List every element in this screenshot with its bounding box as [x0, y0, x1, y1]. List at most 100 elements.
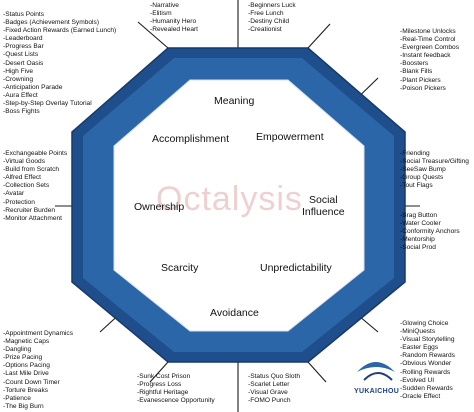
- list-item: -Anticipation Parade: [3, 83, 63, 91]
- octalysis-watermark: Octalysis: [156, 180, 303, 218]
- list-item: -Random Rewards: [400, 352, 455, 360]
- drive-social-influence: Social Influence: [302, 194, 345, 218]
- list-item: -Social Prod: [400, 244, 436, 252]
- list-item: -Monitor Attachment: [3, 214, 63, 222]
- list-item: -Rightful Heritage: [137, 389, 189, 397]
- list-item: -Recruiter Burden: [3, 206, 56, 214]
- list-item: -Destiny Child: [248, 18, 290, 26]
- drive-unpredictability: Unpredictability: [260, 262, 332, 274]
- list-item: -Scarlet Letter: [248, 381, 290, 389]
- list-item: -Group Quests: [400, 174, 444, 182]
- drive-empowerment: Empowerment: [256, 131, 324, 143]
- drive-avoidance: Avoidance: [210, 307, 259, 319]
- spoke-top-left: [137, 21, 169, 49]
- list-item: -Build from Scratch: [3, 166, 60, 174]
- list-item: -Appointment Dynamics: [3, 330, 73, 337]
- list-item: -Count Down Timer: [3, 378, 60, 386]
- list-item: -FOMO Punch: [248, 397, 291, 405]
- list-item: -Revealed Heart: [150, 26, 199, 34]
- list-item: -Boss Fights: [3, 108, 40, 116]
- list-item: -Prize Pacing: [3, 354, 43, 362]
- list-item: -Milestone Unlocks: [400, 28, 456, 35]
- list-item: -Progress Bar: [3, 43, 44, 51]
- list-item: -Fixed Action Rewards (Earned Lunch): [3, 27, 117, 35]
- list-item: -Evanescence Opportunity: [137, 397, 215, 405]
- list-item: -Progress Loss: [137, 381, 182, 389]
- list-item: -Humanity Hero: [150, 18, 197, 26]
- drive-accomplishment: Accomplishment: [152, 133, 230, 145]
- drive-social-line2: Influence: [302, 206, 345, 218]
- list-item: -Collection Sets: [3, 182, 50, 190]
- list-item: -Creationist: [248, 26, 282, 34]
- list-item: -Elitism: [150, 10, 172, 18]
- brand-name: YUKAICHOU: [354, 388, 400, 395]
- brand-logo-icon: [357, 362, 395, 381]
- list-item: -Friending: [400, 150, 430, 157]
- list-item: -Obvious Wonder: [400, 360, 452, 368]
- list-item: -Patience: [3, 394, 31, 402]
- list-item: -Protection: [3, 198, 35, 206]
- list-item: -Instant feedback: [400, 52, 451, 60]
- inner-octagon-panel: [113, 79, 365, 332]
- list-item: -SeeSaw Bump: [400, 166, 446, 174]
- list-item: -Social Treasure/Gifting: [400, 158, 469, 166]
- list-item: -The Big Burn: [3, 402, 44, 410]
- list-item: -Beginners Luck: [248, 2, 296, 9]
- list-item: -Last Mile Drive: [3, 370, 49, 378]
- list-item: -Evergreen Combos: [400, 44, 460, 52]
- list-item: -High Five: [3, 67, 34, 75]
- list-item: -Avatar: [3, 190, 25, 198]
- list-bottom-left: -Appointment Dynamics-Magnetic Caps-Dang…: [3, 330, 73, 411]
- list-item: -Sudden Rewards: [400, 384, 453, 392]
- list-item: -Magnetic Caps: [3, 338, 50, 346]
- list-bottom-center-left: -Sunk Cost Prison-Progress Loss-Rightful…: [137, 373, 215, 405]
- list-top-center-left: -Narrative-Elitism-Humanity Hero-Reveale…: [150, 2, 198, 34]
- list-item: -Virtual Goods: [3, 158, 46, 166]
- list-right-lower: -Brag Button-Water Cooler-Conformity Anc…: [400, 212, 460, 252]
- spoke-bottom-left: [149, 361, 169, 383]
- list-item: -Glowing Choice: [400, 320, 449, 327]
- list-item: -Crowning: [3, 75, 34, 83]
- list-item: -Status Points: [3, 11, 45, 18]
- list-item: -Easter Eggs: [400, 344, 439, 352]
- list-item: -Brag Button: [400, 212, 438, 219]
- list-item: -Badges (Achievement Symbols): [3, 19, 100, 27]
- list-item: -Narrative: [150, 2, 179, 9]
- list-item: -Step-by-Step Overlay Tutorial: [3, 100, 92, 108]
- list-bottom-right: -Glowing Choice-MiniQuests-Visual Storyt…: [400, 320, 455, 401]
- list-item: -Sunk Cost Prison: [137, 373, 191, 380]
- drive-ownership: Ownership: [134, 201, 185, 213]
- list-top-left: -Status Points-Badges (Achievement Symbo…: [3, 11, 116, 116]
- list-bottom-center-right: -Status Quo Sloth-Scarlet Letter-Visual …: [248, 373, 300, 405]
- list-item: -Oracle Effect: [400, 392, 441, 400]
- list-item: -Status Quo Sloth: [248, 373, 301, 380]
- list-item: -Alfred Effect: [3, 174, 41, 182]
- list-item: -Mentorship: [400, 236, 435, 244]
- list-item: -Aura Effect: [3, 91, 38, 99]
- list-item: -Blank Fills: [400, 68, 433, 76]
- drive-scarcity: Scarcity: [161, 262, 199, 274]
- list-item: -Exchangeable Points: [3, 150, 68, 157]
- list-item: -Rolling Rewards: [400, 368, 451, 376]
- list-item: -Quest Lists: [3, 51, 39, 59]
- list-item: -Plant Pickers: [400, 76, 441, 84]
- list-item: -Poison Pickers: [400, 84, 446, 92]
- list-item: -Visual Grave: [248, 389, 288, 397]
- drive-meaning: Meaning: [214, 95, 255, 107]
- list-item: -Free Lunch: [248, 10, 284, 18]
- list-right-upper: -Friending-Social Treasure/Gifting-SeeSa…: [400, 150, 469, 190]
- list-top-right: -Milestone Unlocks-Real-Time Control-Eve…: [400, 28, 459, 93]
- list-item: -Tout Flags: [400, 182, 433, 190]
- list-item: -Conformity Anchors: [400, 228, 460, 236]
- spoke-top-right: [307, 23, 331, 49]
- list-left-middle: -Exchangeable Points-Virtual Goods-Build…: [3, 150, 67, 223]
- list-top-center-right: -Beginners Luck-Free Lunch-Destiny Child…: [248, 2, 296, 34]
- spoke-bottom-right: [307, 361, 327, 383]
- corner-spokes: [137, 21, 331, 383]
- list-item: -Visual Storytelling: [400, 336, 455, 344]
- list-item: -MiniQuests: [400, 328, 436, 336]
- list-item: -Evolved UI: [400, 376, 435, 384]
- list-item: -Boosters: [400, 60, 429, 68]
- list-item: -Leaderboard: [3, 35, 43, 43]
